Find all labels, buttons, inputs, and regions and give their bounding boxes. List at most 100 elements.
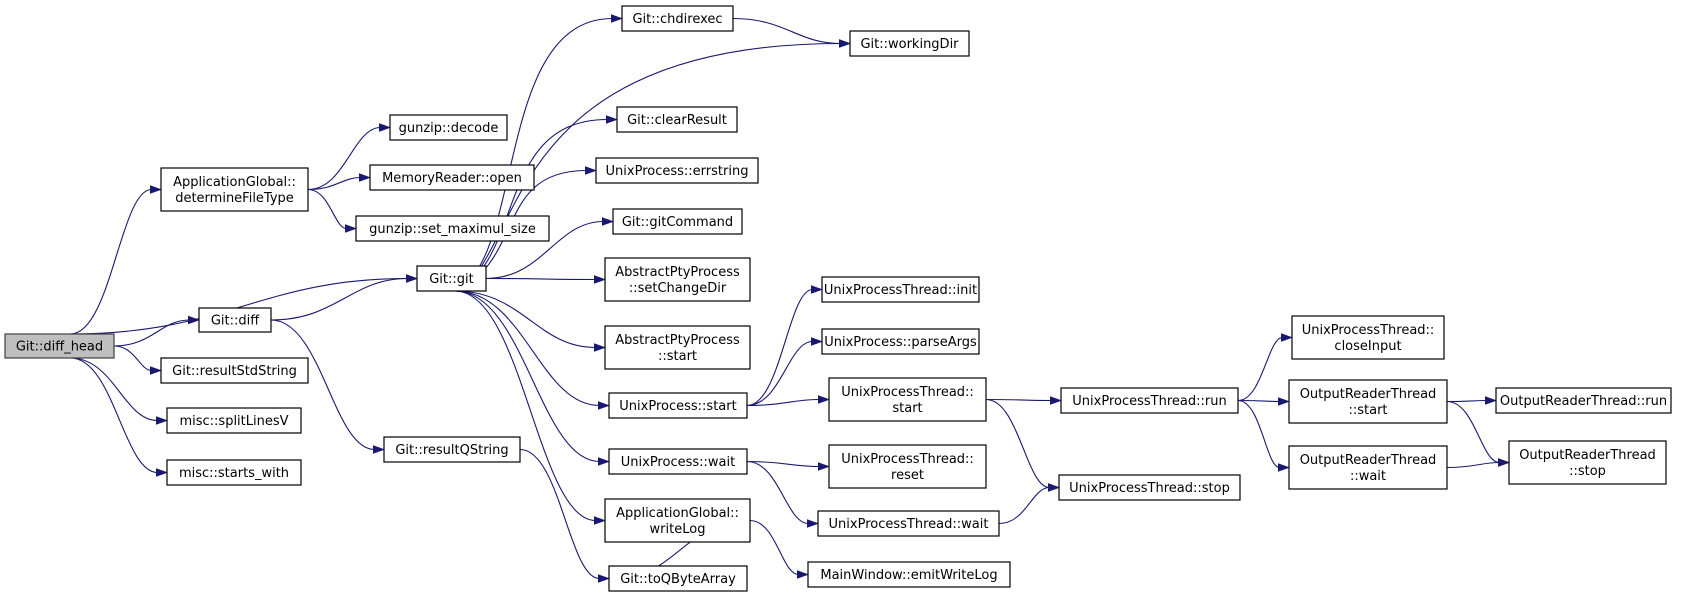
node-ort-wait[interactable]: OutputReaderThread::wait xyxy=(1288,445,1448,490)
edge-upt-run-to-ort-wait xyxy=(1237,399,1290,472)
node-apty-start[interactable]: AbstractPtyProcess::start xyxy=(604,325,751,370)
node-label: OutputReaderThread xyxy=(1300,453,1437,468)
edge-git-to-apty-start xyxy=(454,290,606,352)
edge-determineFileType-to-mr-open xyxy=(307,173,371,191)
node-upt-wait[interactable]: UnixProcessThread::wait xyxy=(817,510,1000,537)
edge-ort-start-to-ort-run xyxy=(1446,396,1497,405)
node-writeLog[interactable]: ApplicationGlobal::writeLog xyxy=(604,498,751,543)
node-upt-init[interactable]: UnixProcessThread::init xyxy=(821,276,980,303)
edge-git-to-clearResult xyxy=(454,115,618,292)
node-label: OutputReaderThread::run xyxy=(1500,394,1667,409)
node-box xyxy=(1508,440,1667,485)
edge-upt-start-to-upt-run xyxy=(985,396,1062,405)
node-upt-start[interactable]: UnixProcessThread::start xyxy=(828,377,987,422)
node-determineFileType[interactable]: ApplicationGlobal::determineFileType xyxy=(160,167,309,212)
edge-diff-head-to-diff xyxy=(113,315,200,347)
node-box xyxy=(355,215,550,242)
node-set-maximul-size[interactable]: gunzip::set_maximul_size xyxy=(355,215,550,242)
node-label: Git::resultStdString xyxy=(172,364,297,379)
node-setChangeDir[interactable]: AbstractPtyProcess::setChangeDir xyxy=(604,257,751,302)
node-ort-stop[interactable]: OutputReaderThread::stop xyxy=(1508,440,1667,485)
node-label: Git::diff_head xyxy=(16,340,103,355)
node-label: Git::gitCommand xyxy=(622,215,733,230)
edge-up-start-to-upt-start xyxy=(746,395,830,407)
node-label: ::start xyxy=(1348,403,1387,418)
edge-diff-head-to-resultStdString xyxy=(113,345,162,375)
node-box xyxy=(166,459,302,486)
node-mr-open[interactable]: MemoryReader::open xyxy=(369,164,535,191)
node-box xyxy=(166,407,302,434)
edge-upt-run-to-ort-start xyxy=(1237,397,1290,406)
node-box xyxy=(1288,445,1448,490)
node-toQByteArray[interactable]: Git::toQByteArray xyxy=(608,565,748,592)
node-label: OutputReaderThread xyxy=(1519,448,1656,463)
node-label: UnixProcessThread:: xyxy=(1302,323,1435,338)
node-label: writeLog xyxy=(650,522,706,537)
node-decode[interactable]: gunzip::decode xyxy=(389,114,508,141)
node-label: reset xyxy=(891,468,924,483)
node-upt-stop[interactable]: UnixProcessThread::stop xyxy=(1058,474,1241,501)
node-splitLinesV[interactable]: misc::splitLinesV xyxy=(166,407,302,434)
edge-upt-run-to-closeInput xyxy=(1237,333,1293,402)
node-up-wait[interactable]: UnixProcess::wait xyxy=(608,448,748,475)
node-label: Git::git xyxy=(429,272,474,287)
edge-git-to-writeLog xyxy=(454,290,606,525)
node-box xyxy=(817,510,1000,537)
node-upt-reset[interactable]: UnixProcessThread::reset xyxy=(828,444,987,489)
node-errstring[interactable]: UnixProcess::errstring xyxy=(595,157,759,184)
node-starts-with[interactable]: misc::starts_with xyxy=(166,459,302,486)
edge-git-to-up-wait xyxy=(454,290,610,466)
node-workingDir[interactable]: Git::workingDir xyxy=(849,30,970,57)
node-resultStdString[interactable]: Git::resultStdString xyxy=(160,357,309,384)
node-label: misc::splitLinesV xyxy=(179,414,288,429)
node-parseArgs[interactable]: UnixProcess::parseArgs xyxy=(821,328,980,355)
edge-diff-to-git xyxy=(270,274,418,321)
node-box xyxy=(604,498,751,543)
node-up-start[interactable]: UnixProcess::start xyxy=(608,392,748,419)
node-label: ::start xyxy=(658,349,697,364)
edge-git-to-chdirexec xyxy=(454,14,623,292)
node-box xyxy=(416,265,487,292)
node-label: Git::clearResult xyxy=(627,113,727,128)
edge-diff-head-to-determineFileType xyxy=(70,185,162,335)
node-label: OutputReaderThread xyxy=(1300,387,1437,402)
node-box xyxy=(616,106,738,133)
node-ort-start[interactable]: OutputReaderThread::start xyxy=(1288,379,1448,424)
node-diff-head[interactable]: Git::diff_head xyxy=(4,333,115,359)
edge-resultQString-to-toQByteArray xyxy=(519,448,610,583)
node-clearResult[interactable]: Git::clearResult xyxy=(616,106,738,133)
edge-git-to-up-start xyxy=(454,290,610,410)
edge-diff-head-to-splitLinesV xyxy=(70,357,168,425)
node-emitWriteLog[interactable]: MainWindow::emitWriteLog xyxy=(807,561,1011,588)
node-label: Git::diff xyxy=(211,314,260,329)
node-box xyxy=(369,164,535,191)
node-diff[interactable]: Git::diff xyxy=(198,307,272,333)
node-label: UnixProcessThread::init xyxy=(824,283,977,298)
node-label: Git::chdirexec xyxy=(632,12,722,27)
node-resultQString[interactable]: Git::resultQString xyxy=(383,436,521,463)
node-gitCommand[interactable]: Git::gitCommand xyxy=(612,208,743,235)
node-box xyxy=(1291,315,1445,360)
node-label: determineFileType xyxy=(175,191,294,206)
edge-chdirexec-to-workingDir xyxy=(732,17,851,48)
edge-git-to-setChangeDir xyxy=(485,275,606,284)
node-label: Git::toQByteArray xyxy=(620,572,736,587)
node-label: UnixProcess::wait xyxy=(621,455,735,470)
node-label: start xyxy=(892,401,922,416)
node-git[interactable]: Git::git xyxy=(416,265,487,292)
edge-determineFileType-to-set-maximul-size xyxy=(307,188,357,233)
edge-up-start-to-parseArgs xyxy=(746,337,823,407)
node-label: UnixProcess::parseArgs xyxy=(824,335,977,350)
node-label: gunzip::decode xyxy=(399,121,499,136)
node-label: MainWindow::emitWriteLog xyxy=(820,568,997,583)
node-chdirexec[interactable]: Git::chdirexec xyxy=(621,5,734,32)
node-box xyxy=(1495,387,1672,414)
node-closeInput[interactable]: UnixProcessThread::closeInput xyxy=(1291,315,1445,360)
edge-writeLog-to-emitWriteLog xyxy=(749,519,809,579)
node-upt-run[interactable]: UnixProcessThread::run xyxy=(1060,387,1239,414)
edge-git-to-gitCommand xyxy=(485,217,614,280)
node-label: ApplicationGlobal:: xyxy=(173,175,296,190)
edge-ort-wait-to-ort-stop xyxy=(1446,458,1510,469)
node-ort-run[interactable]: OutputReaderThread::run xyxy=(1495,387,1672,414)
node-label: UnixProcessThread:: xyxy=(841,385,974,400)
